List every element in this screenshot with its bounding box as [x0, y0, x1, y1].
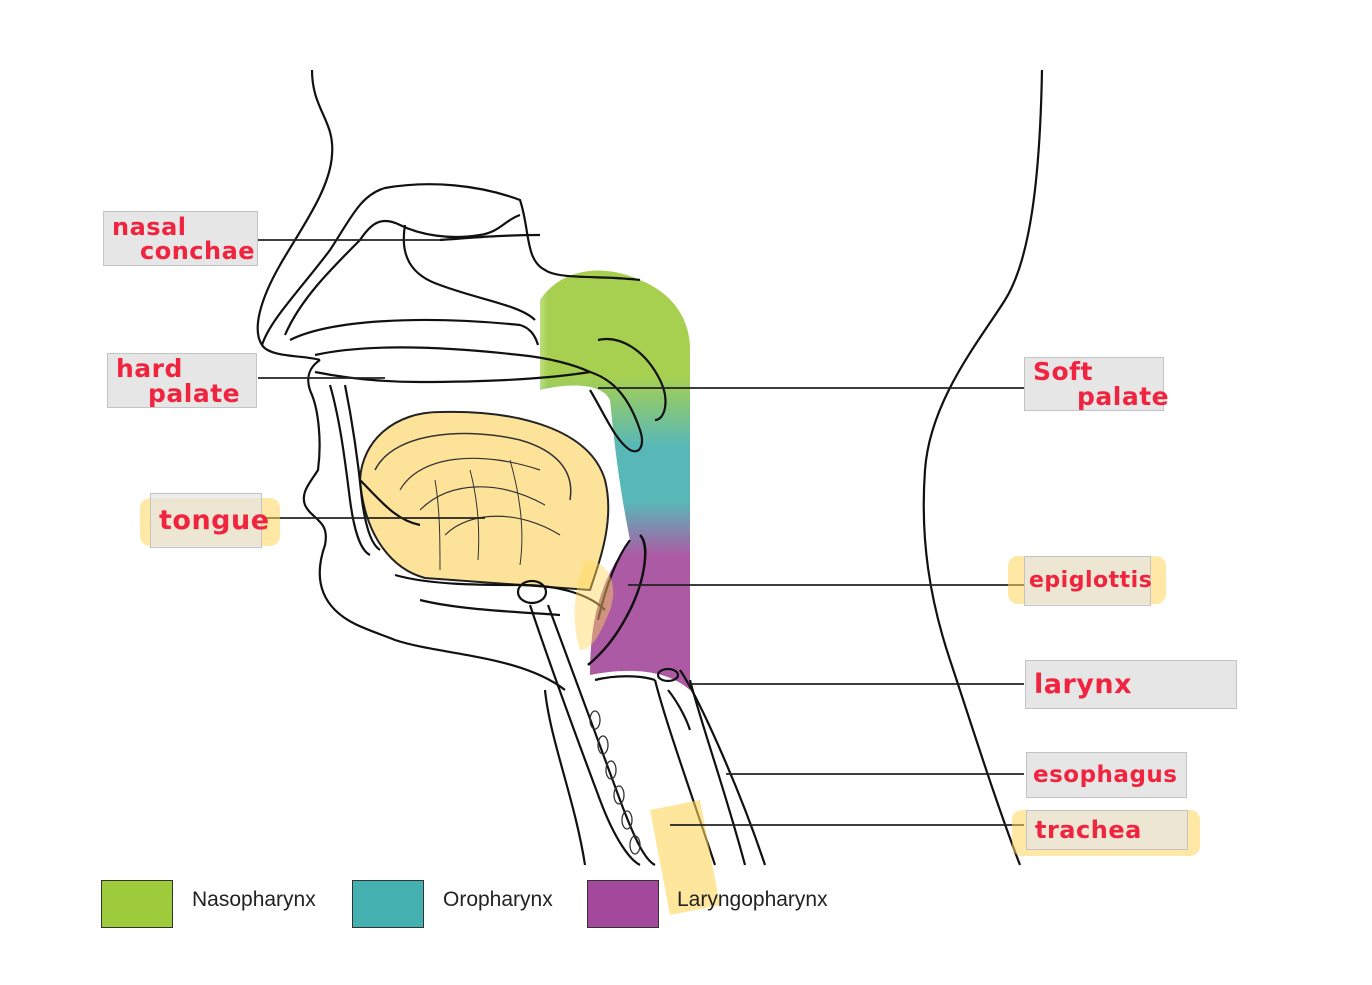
larynx-label-text: larynx [1034, 668, 1133, 700]
trachea-highlight [650, 800, 720, 915]
trachea-rings [589, 710, 641, 855]
soft-palate-line2: palate [1077, 382, 1170, 411]
nasal-conchae-line1: nasal [112, 212, 187, 241]
nasal-conchae-line2: conchae [140, 236, 256, 265]
label-soft-palate: Soft palate [1024, 357, 1169, 411]
tongue-label-text: tongue [159, 504, 270, 536]
legend-swatch-laryngopharynx [587, 880, 659, 928]
label-esophagus: esophagus [1026, 752, 1187, 798]
leader-lines [258, 239, 1024, 826]
epiglottis-highlight [574, 560, 614, 650]
tongue-shape [358, 410, 610, 592]
hard-palate-line2: palate [148, 378, 241, 408]
hard-palate-line1: hard [116, 353, 183, 383]
esophagus-label-text: esophagus [1033, 762, 1178, 788]
label-trachea: trachea [1026, 810, 1188, 850]
trachea-label-text: trachea [1035, 816, 1142, 844]
label-larynx: larynx [1025, 660, 1237, 709]
legend-label-nasopharynx: Nasopharynx [192, 888, 316, 911]
epiglottis-label-text: epiglottis [1029, 568, 1153, 593]
legend-swatch-oropharynx [352, 880, 424, 928]
label-nasal-conchae: nasal conchae [103, 211, 258, 266]
legend-label-oropharynx: Oropharynx [443, 888, 553, 911]
legend-label-laryngopharynx: Laryngopharynx [677, 888, 828, 911]
profile-outline [256, 69, 1044, 866]
label-epiglottis: epiglottis [1024, 556, 1153, 606]
soft-palate-line1: Soft [1033, 357, 1094, 386]
legend-swatch-nasopharynx [101, 880, 173, 928]
label-tongue: tongue [150, 493, 269, 548]
label-hard-palate: hard palate [107, 353, 257, 408]
